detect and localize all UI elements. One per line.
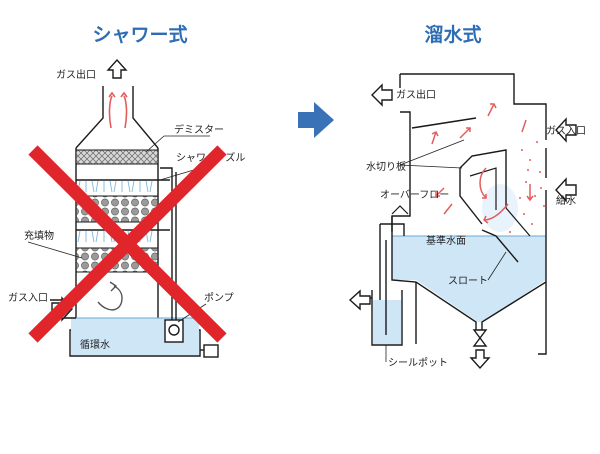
- label-pump: ポンプ: [204, 292, 234, 304]
- gas-outlet-arrow-icon: [106, 58, 128, 79]
- crossed-out-mark-icon: [28, 145, 227, 343]
- reservoir-scrubber: [348, 73, 577, 370]
- label-demister: デミスター: [174, 123, 224, 136]
- drain-arrow-icon: [469, 349, 491, 370]
- left-title: シャワー式: [92, 23, 187, 46]
- reservoir-water: [392, 236, 546, 322]
- label-circulating-water: 循環水: [80, 338, 110, 351]
- reservoir-labels: ガス出口 ガス入口 水切り板 オーバーフロー 給水 基準水面 スロート シールポ…: [366, 88, 586, 369]
- transition-arrow-icon: [298, 102, 334, 138]
- feed-water-arrow-icon: [555, 177, 577, 203]
- label-water-cut-plate: 水切り板: [366, 160, 406, 173]
- right-gas-outlet-arrow-icon: [371, 83, 393, 107]
- demister-layer: [75, 149, 159, 165]
- overflow-outlet-arrow-icon: [348, 289, 371, 311]
- shower-labels: ガス出口 デミスター シャワーノズル 充填物 ガス入口 ポンプ 循環水: [8, 68, 245, 351]
- label-overflow: オーバーフロー: [380, 189, 449, 201]
- label-reference-level: 基準水面: [426, 234, 466, 247]
- label-throat: スロート: [448, 276, 488, 287]
- label-reservoir-gas-outlet: ガス出口: [396, 88, 436, 101]
- right-gas-inlet-arrow-icon: [555, 117, 577, 143]
- label-packing: 充填物: [24, 229, 54, 242]
- label-shower-gas-inlet: ガス入口: [8, 292, 48, 304]
- label-seal-pot: シールポット: [388, 357, 448, 369]
- label-shower-gas-outlet: ガス出口: [56, 68, 96, 81]
- label-reservoir-gas-inlet: ガス入口: [546, 125, 586, 137]
- label-feed-water: 給水: [556, 194, 576, 207]
- right-title: 溜水式: [424, 23, 481, 46]
